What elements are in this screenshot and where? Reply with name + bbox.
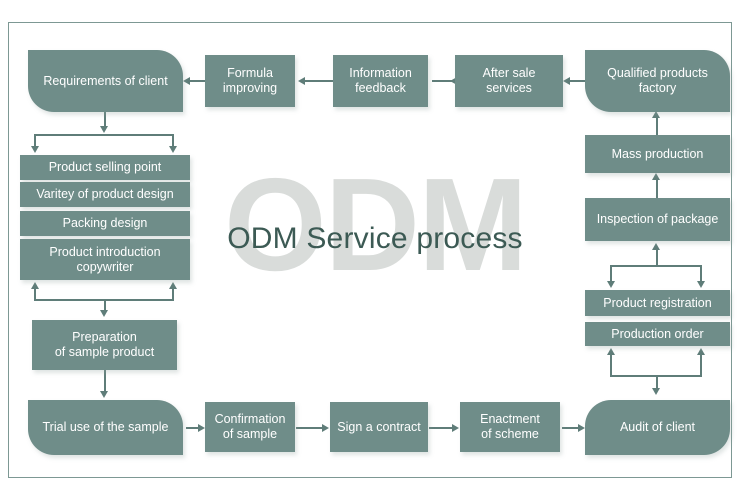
node-formula-improving[interactable]: Formula improving <box>205 55 295 107</box>
node-label: Confirmation of sample <box>214 412 286 441</box>
node-sign-a-contract[interactable]: Sign a contract <box>330 402 428 452</box>
fork-leg-left <box>34 134 36 148</box>
node-label: Product registration <box>603 295 712 310</box>
arrowhead-down <box>100 310 108 317</box>
arrowhead-up <box>30 282 39 289</box>
fork-leg-right <box>700 265 702 282</box>
node-qualified-products-factory[interactable]: Qualified products factory <box>585 50 730 112</box>
node-audit-of-client[interactable]: Audit of client <box>585 400 730 455</box>
node-label: Varitey of product design <box>36 187 174 202</box>
connector-fork-to-inspection <box>656 250 658 266</box>
fork-leg-right <box>172 289 174 301</box>
node-label: Qualified products factory <box>607 66 708 95</box>
arrowhead-left <box>450 76 457 85</box>
arrowhead-down <box>30 146 39 153</box>
node-label: Preparation of sample product <box>54 330 155 359</box>
arrowhead-down <box>696 281 705 288</box>
arrowhead-up <box>652 243 660 250</box>
node-inspection-of-package[interactable]: Inspection of package <box>585 198 730 241</box>
connector-formula-to-requirements <box>188 80 205 82</box>
fork-bar-top-right <box>610 265 702 267</box>
arrowhead-up <box>696 348 705 355</box>
connector-confirmation-to-sign <box>296 427 323 429</box>
node-label: Information feedback <box>349 66 412 95</box>
node-label: Sign a contract <box>337 419 421 434</box>
node-after-sale-services[interactable]: After sale services <box>455 55 563 107</box>
arrowhead-right <box>198 423 205 432</box>
diagram-title: ODM Service process <box>227 222 523 255</box>
connector-qualified-to-aftersale <box>568 80 585 82</box>
node-enactment-of-scheme[interactable]: Enactment of scheme <box>460 402 560 452</box>
connector-aftersale-to-information <box>432 80 455 82</box>
arrowhead-left <box>298 76 305 85</box>
node-confirmation-of-sample[interactable]: Confirmation of sample <box>205 402 295 452</box>
node-label: Requirements of client <box>43 73 168 88</box>
arrowhead-down <box>606 281 615 288</box>
node-label: Mass production <box>611 146 704 161</box>
arrowhead-down <box>652 388 660 395</box>
arrowhead-right <box>578 423 585 432</box>
arrowhead-right <box>452 423 459 432</box>
fork-bar-top-left <box>34 134 174 136</box>
node-preparation-of-sample-product[interactable]: Preparation of sample product <box>32 320 177 370</box>
node-product-registration[interactable]: Product registration <box>585 290 730 316</box>
arrowhead-down <box>100 391 108 398</box>
arrowhead-down <box>100 126 108 133</box>
connector-preparation-to-trial <box>104 370 106 392</box>
connector-trial-to-confirmation <box>186 427 200 429</box>
node-information-feedback[interactable]: Information feedback <box>333 55 428 107</box>
arrowhead-right <box>322 423 329 432</box>
node-production-order[interactable]: Production order <box>585 322 730 346</box>
node-mass-production[interactable]: Mass production <box>585 135 730 173</box>
connector-inspection-to-mass <box>656 180 658 198</box>
fork-leg-left <box>34 289 36 301</box>
node-label: Product selling point <box>48 160 162 175</box>
node-label: Audit of client <box>619 420 696 435</box>
arrowhead-down <box>168 146 177 153</box>
connector-audit-to-fork <box>656 377 658 389</box>
fork-leg-right <box>700 355 702 375</box>
odm-watermark-text: ODM <box>224 151 528 298</box>
node-label: Packing design <box>62 216 148 231</box>
connector-fork-to-preparation <box>104 299 106 311</box>
connector-sign-to-enactment <box>429 427 453 429</box>
arrowhead-left <box>563 76 570 85</box>
node-label: Trial use of the sample <box>42 420 169 435</box>
arrowhead-left <box>183 76 190 85</box>
node-label: Enactment of scheme <box>480 412 540 441</box>
fork-leg-left <box>610 355 612 375</box>
node-label: Production order <box>611 326 704 341</box>
node-packing-design[interactable]: Packing design <box>20 211 190 236</box>
connector-information-to-formula <box>300 80 333 82</box>
fork-bar-bottom-right <box>610 375 702 377</box>
arrowhead-up <box>168 282 177 289</box>
node-label: Product introduction copywriter <box>49 244 161 274</box>
node-requirements-of-client[interactable]: Requirements of client <box>28 50 183 112</box>
node-trial-use-of-the-sample[interactable]: Trial use of the sample <box>28 400 183 455</box>
arrowhead-up <box>652 111 660 118</box>
fork-leg-right <box>172 134 174 148</box>
node-label: Inspection of package <box>596 212 719 227</box>
connector-mass-to-qualified <box>656 118 658 135</box>
node-label: After sale services <box>482 66 536 95</box>
connector-enactment-to-audit <box>562 427 579 429</box>
arrowhead-up <box>606 348 615 355</box>
arrowhead-up <box>652 173 660 180</box>
connector-requirements-down <box>104 112 106 128</box>
node-product-selling-point[interactable]: Product selling point <box>20 155 190 180</box>
fork-leg-left <box>610 265 612 282</box>
node-product-introduction-copywriter[interactable]: Product introduction copywriter <box>20 239 190 280</box>
node-label: Formula improving <box>222 66 278 95</box>
node-varitey-of-product-design[interactable]: Varitey of product design <box>20 182 190 207</box>
